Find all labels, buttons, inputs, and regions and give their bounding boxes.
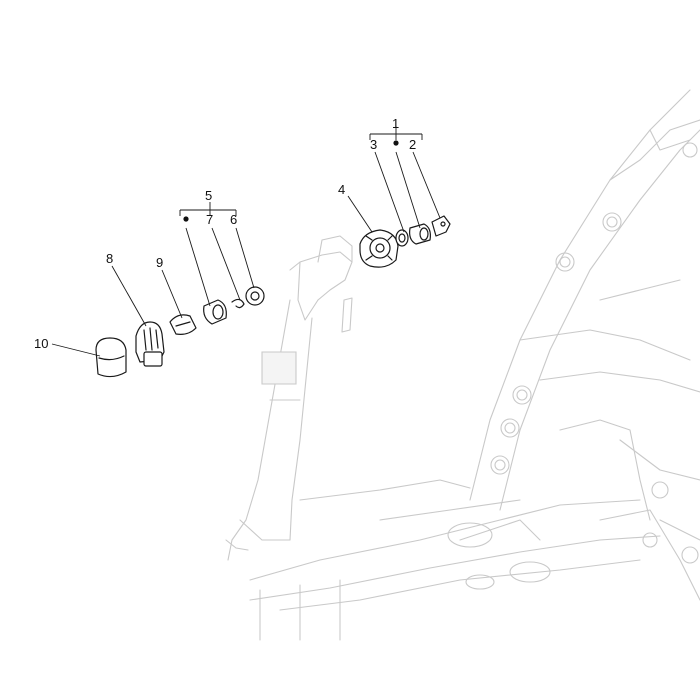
callout-4: 4 <box>338 182 345 197</box>
callout-9: 9 <box>156 255 163 270</box>
part-7-cylinder <box>203 299 227 325</box>
callout-8: 8 <box>106 251 113 266</box>
bullet-dot-3 <box>393 140 399 146</box>
scooter-frame <box>225 89 700 641</box>
part-spring-clip <box>231 298 245 309</box>
callout-1: 1 <box>392 116 399 131</box>
callout-7: 7 <box>206 212 213 227</box>
callout-2: 2 <box>409 137 416 152</box>
bullet-dot-5 <box>183 216 189 222</box>
callout-3: 3 <box>370 137 377 152</box>
part-8-lock-body <box>135 321 165 367</box>
part-3-oring <box>395 229 409 247</box>
part-6-ring <box>245 286 265 306</box>
part-10-cap <box>95 337 127 378</box>
callout-6: 6 <box>230 212 237 227</box>
part-9-clip <box>169 314 197 335</box>
part-4-switch-housing <box>359 229 399 268</box>
part-2-key-cylinder <box>409 215 451 245</box>
callout-10: 10 <box>34 336 48 351</box>
callout-5: 5 <box>205 188 212 203</box>
callout-leaders <box>51 126 441 357</box>
